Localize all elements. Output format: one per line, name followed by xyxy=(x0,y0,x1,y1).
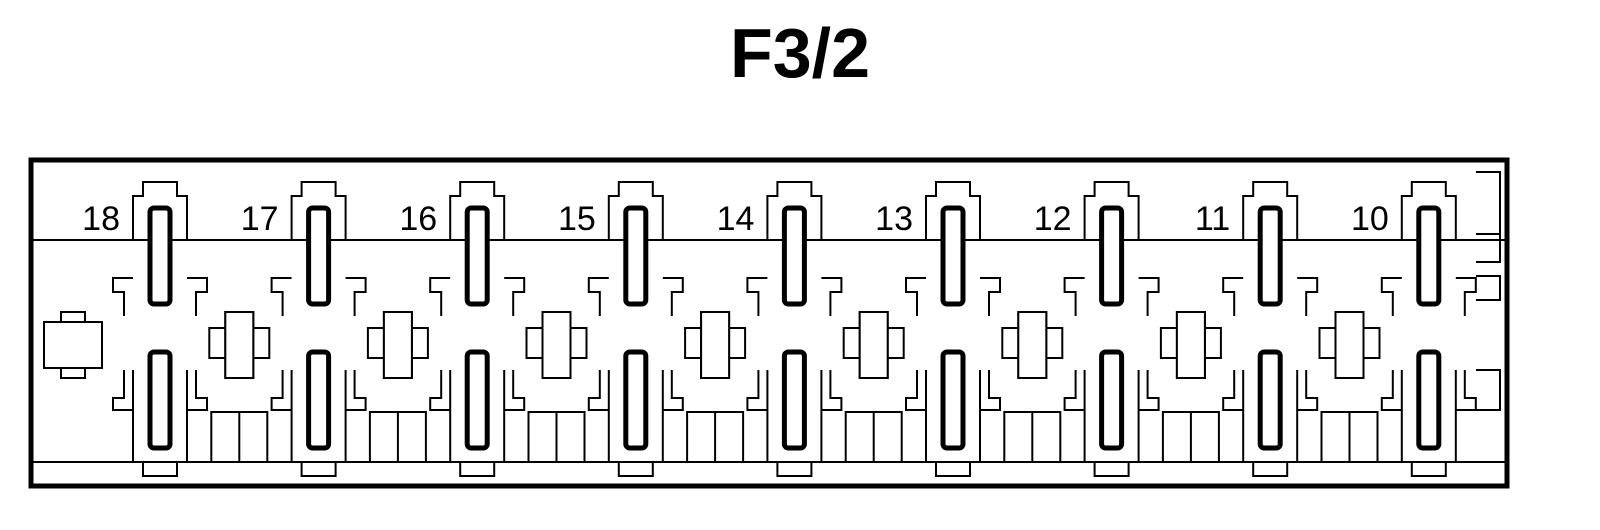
fuse-slot-16: 16 xyxy=(399,181,526,477)
contact-block xyxy=(366,311,429,463)
upper-terminal xyxy=(623,205,649,307)
diagram-title: F3/2 xyxy=(729,14,871,92)
upper-terminal xyxy=(940,205,966,307)
upper-terminal xyxy=(1099,205,1125,307)
lower-terminal xyxy=(940,349,966,451)
fuse-position-number: 16 xyxy=(399,200,437,238)
lower-terminal xyxy=(1257,349,1283,451)
upper-terminal xyxy=(781,205,807,307)
contact-block xyxy=(842,311,905,463)
lower-terminal xyxy=(464,349,490,451)
fuse-slot-13: 13 xyxy=(875,181,1001,477)
upper-terminal xyxy=(147,205,173,307)
fuse-slot-15: 15 xyxy=(558,181,684,477)
lower-terminal xyxy=(623,349,649,451)
contact-block xyxy=(684,311,747,463)
fuse-slot-10: 10 xyxy=(1351,181,1477,477)
fuse-holder-frame xyxy=(28,157,1510,489)
contact-block xyxy=(1318,311,1381,463)
contact-block xyxy=(525,311,588,463)
lower-terminal xyxy=(1099,349,1125,451)
fuse-slot-18: 18 xyxy=(82,181,208,477)
lower-terminal xyxy=(306,349,332,451)
fuse-slot-17: 17 xyxy=(241,181,367,477)
upper-terminal xyxy=(1416,205,1442,307)
fuse-slot-12: 12 xyxy=(1034,181,1160,477)
right-end-clip xyxy=(1476,171,1501,411)
left-latch xyxy=(43,311,103,379)
upper-terminal xyxy=(1257,205,1283,307)
lower-terminal xyxy=(781,349,807,451)
fuse-position-number: 10 xyxy=(1351,200,1389,238)
fuse-position-number: 18 xyxy=(82,200,120,238)
fuse-position-number: 17 xyxy=(241,200,279,238)
contact-block xyxy=(1159,311,1222,463)
fuse-position-number: 14 xyxy=(717,200,755,238)
lower-terminal xyxy=(147,349,173,451)
fuse-slot-11: 11 xyxy=(1195,181,1319,477)
fuse-position-number: 12 xyxy=(1034,200,1072,238)
upper-terminal xyxy=(306,205,332,307)
lower-terminal xyxy=(1416,349,1442,451)
upper-terminal xyxy=(464,205,490,307)
fuse-position-number: 13 xyxy=(875,200,913,238)
fuse-slot-14: 14 xyxy=(717,181,843,477)
contact-block xyxy=(208,311,271,463)
fuse-position-number: 11 xyxy=(1195,200,1230,238)
fuse-position-number: 15 xyxy=(558,200,596,238)
contact-block xyxy=(1001,311,1064,463)
